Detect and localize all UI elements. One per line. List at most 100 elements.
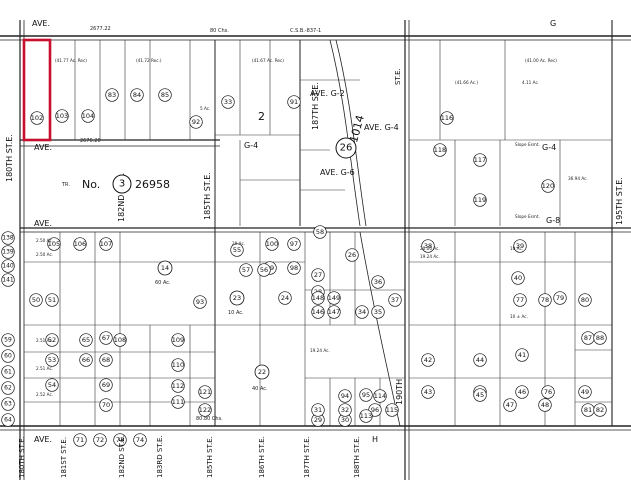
parcel-number-47[interactable]: 47 [503,398,517,412]
parcel-number-115[interactable]: 115 [385,403,399,417]
parcel-circle [593,403,607,417]
highlighted-parcel-outline[interactable] [22,38,52,142]
parcel-number-118[interactable]: 118 [433,143,447,157]
parcel-number-122[interactable]: 122 [198,403,212,417]
parcel-number-31[interactable]: 31 [311,403,325,417]
parcel-number-24[interactable]: 24 [278,291,292,305]
parcel-number-45[interactable]: 45 [473,388,487,402]
edge-parcel-59[interactable]: 59 [1,333,15,347]
parcel-number-82[interactable]: 82 [593,403,607,417]
parcel-number-87[interactable]: 87 [581,331,595,345]
parcel-number-149[interactable]: 149 [327,291,341,305]
edge-parcel-64[interactable]: 64 [1,413,15,427]
parcel-number-32[interactable]: 32 [338,403,352,417]
parcel-number-50[interactable]: 50 [29,293,43,307]
parcel-number-67[interactable]: 67 [99,331,113,345]
parcel-number-42[interactable]: 42 [421,353,435,367]
parcel-number-52[interactable]: 52 [45,333,59,347]
parcel-number-35[interactable]: 35 [371,305,385,319]
parcel-number-108[interactable]: 108 [113,333,127,347]
parcel-number-30[interactable]: 30 [338,413,352,427]
parcel-number-36[interactable]: 36 [371,275,385,289]
parcel-number-49[interactable]: 49 [578,385,592,399]
parcel-number-79[interactable]: 79 [553,291,567,305]
parcel-number-70[interactable]: 70 [99,398,113,412]
parcel-number-27[interactable]: 27 [311,268,325,282]
parcel-circle [221,95,235,109]
parcel-number-74[interactable]: 74 [133,433,147,447]
parcel-number-51[interactable]: 51 [45,293,59,307]
parcel-number-103[interactable]: 103 [55,109,69,123]
parcel-number-41[interactable]: 41 [515,348,529,362]
parcel-number-80[interactable]: 80 [578,293,592,307]
parcel-number-34[interactable]: 34 [355,305,369,319]
parcel-number-55[interactable]: 55 [230,243,244,257]
parcel-number-26[interactable]: 26 [345,248,359,262]
parcel-number-95[interactable]: 95 [359,388,373,402]
parcel-number-97[interactable]: 97 [287,237,301,251]
parcel-number-94[interactable]: 94 [338,389,352,403]
parcel-number-81[interactable]: 81 [581,403,595,417]
parcel-number-84[interactable]: 84 [130,88,144,102]
parcel-number-53[interactable]: 53 [45,353,59,367]
parcel-number-56[interactable]: 56 [257,263,271,277]
parcel-number-43[interactable]: 43 [421,385,435,399]
parcel-number-114[interactable]: 114 [373,389,387,403]
parcel-number-33[interactable]: 33 [221,95,235,109]
parcel-number-146[interactable]: 146 [311,305,325,319]
parcel-number-98[interactable]: 98 [287,261,301,275]
parcel-number-46[interactable]: 46 [515,385,529,399]
parcel-number-83[interactable]: 83 [105,88,119,102]
parcel-number-93[interactable]: 93 [193,295,207,309]
parcel-number-113[interactable]: 113 [359,409,373,423]
parcel-number-102[interactable]: 102 [30,111,44,125]
parcel-number-73[interactable]: 73 [113,433,127,447]
parcel-number-112[interactable]: 112 [171,379,185,393]
parcel-number-76[interactable]: 76 [541,385,555,399]
parcel-number-91[interactable]: 91 [287,95,301,109]
parcel-number-88[interactable]: 88 [593,331,607,345]
parcel-number-38[interactable]: 38 [421,239,435,253]
parcel-number-105[interactable]: 105 [47,237,61,251]
parcel-number-65[interactable]: 65 [79,333,93,347]
parcel-number-92[interactable]: 92 [189,115,203,129]
parcel-number-107[interactable]: 107 [99,237,113,251]
parcel-number-100[interactable]: 100 [265,237,279,251]
edge-parcel-62[interactable]: 62 [1,381,15,395]
parcel-number-58[interactable]: 58 [313,225,327,239]
parcel-number-116[interactable]: 116 [440,111,454,125]
parcel-number-77[interactable]: 77 [513,293,527,307]
parcel-number-71[interactable]: 71 [73,433,87,447]
parcel-number-66[interactable]: 66 [79,353,93,367]
edge-parcel-140[interactable]: 140 [1,259,15,273]
parcel-number-72[interactable]: 72 [93,433,107,447]
parcel-number-39[interactable]: 39 [513,239,527,253]
parcel-number-78[interactable]: 78 [538,293,552,307]
edge-parcel-61[interactable]: 61 [1,365,15,379]
parcel-number-110[interactable]: 110 [171,358,185,372]
parcel-number-40[interactable]: 40 [511,271,525,285]
edge-parcel-138[interactable]: 138 [1,231,15,245]
parcel-number-48[interactable]: 48 [538,398,552,412]
parcel-number-37[interactable]: 37 [388,293,402,307]
edge-parcel-60[interactable]: 60 [1,349,15,363]
parcel-number-121[interactable]: 121 [198,385,212,399]
edge-parcel-139[interactable]: 139 [1,245,15,259]
parcel-number-119[interactable]: 119 [473,193,487,207]
parcel-number-104[interactable]: 104 [81,109,95,123]
parcel-number-120[interactable]: 120 [541,179,555,193]
edge-parcel-63[interactable]: 63 [1,397,15,411]
parcel-number-69[interactable]: 69 [99,378,113,392]
parcel-number-85[interactable]: 85 [158,88,172,102]
parcel-number-106[interactable]: 106 [73,237,87,251]
parcel-number-57[interactable]: 57 [239,263,253,277]
parcel-number-44[interactable]: 44 [473,353,487,367]
parcel-number-54[interactable]: 54 [45,378,59,392]
parcel-number-147[interactable]: 147 [327,305,341,319]
parcel-number-117[interactable]: 117 [473,153,487,167]
parcel-number-109[interactable]: 109 [171,333,185,347]
parcel-number-148[interactable]: 148 [311,291,325,305]
parcel-number-111[interactable]: 111 [171,395,185,409]
edge-parcel-141[interactable]: 141 [1,273,15,287]
parcel-number-68[interactable]: 68 [99,353,113,367]
